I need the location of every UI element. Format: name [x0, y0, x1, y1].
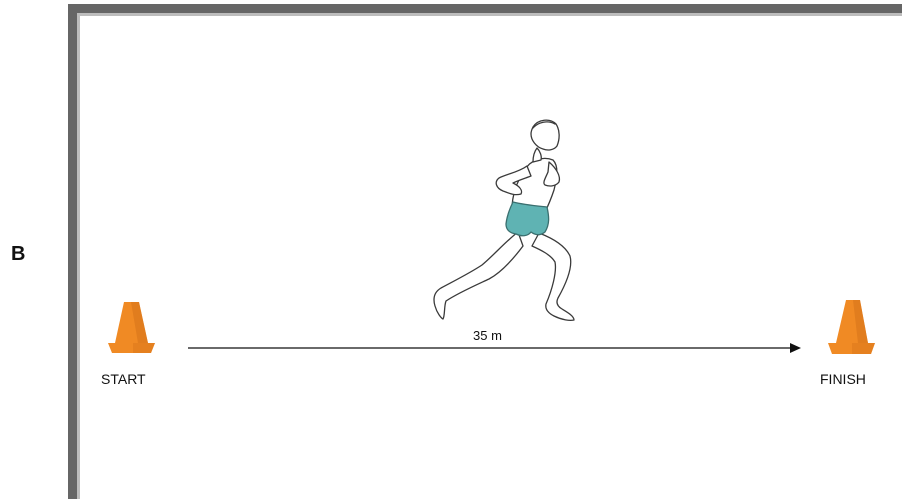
- start-cone-icon: [108, 302, 155, 353]
- finish-label: FINISH: [820, 371, 866, 387]
- distance-arrow-icon: [188, 343, 801, 353]
- runner-icon: [434, 120, 574, 320]
- start-label: START: [101, 371, 146, 387]
- distance-label: 35 m: [473, 328, 502, 343]
- finish-cone-icon: [828, 300, 875, 354]
